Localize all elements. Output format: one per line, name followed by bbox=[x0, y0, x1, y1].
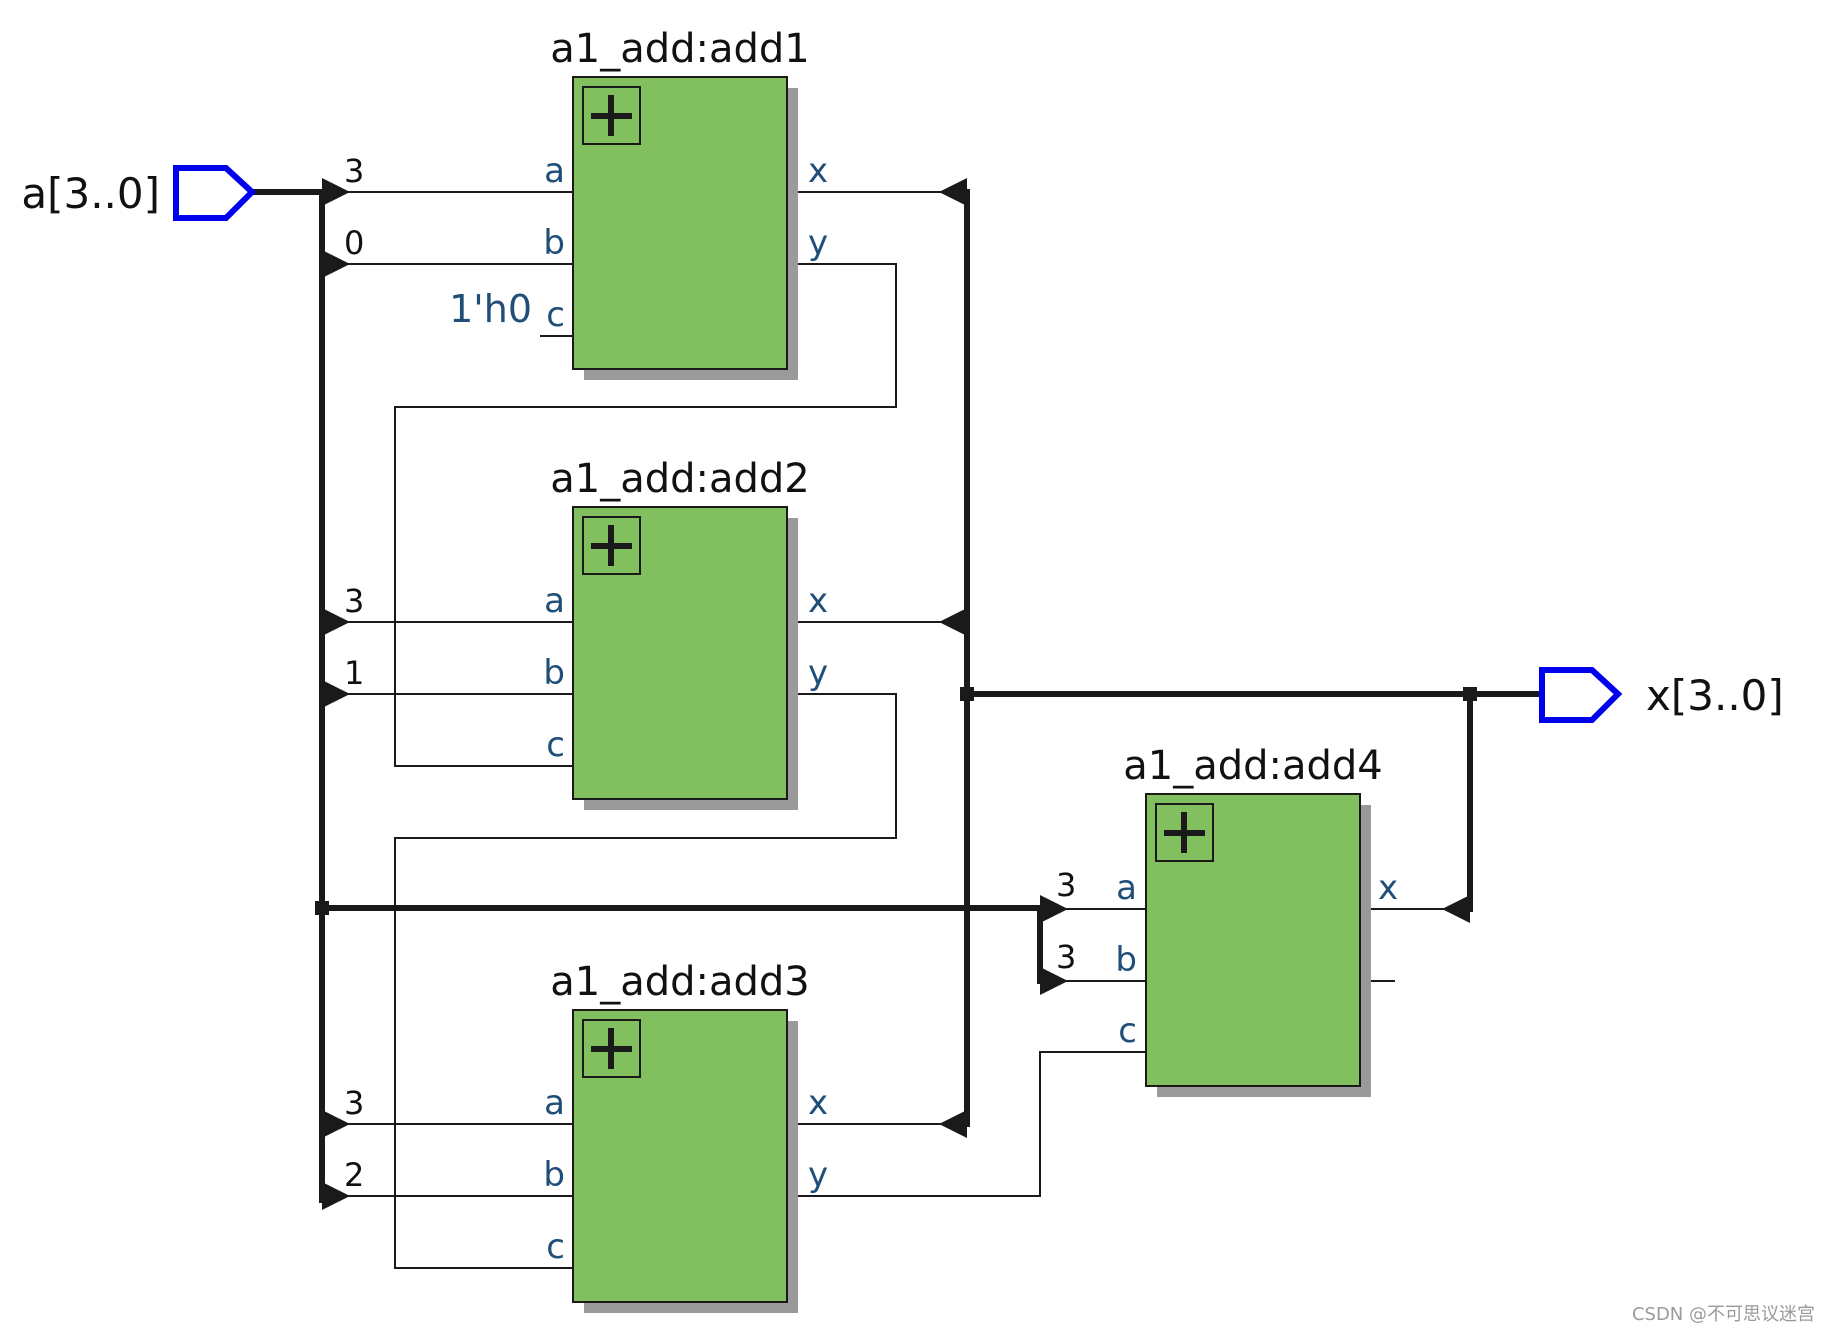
port-x-label: x bbox=[808, 151, 828, 191]
thin-nets bbox=[330, 191, 1455, 1269]
junction-dot bbox=[960, 687, 974, 701]
port-c-label: c bbox=[546, 295, 565, 335]
port-y-label: y bbox=[808, 653, 828, 693]
port-c-label: c bbox=[546, 1227, 565, 1267]
bus-tap-arrows-in bbox=[322, 178, 1068, 1210]
port-a-label: a bbox=[544, 581, 565, 621]
triangle-arrow-icon bbox=[322, 1110, 350, 1138]
block-body[interactable] bbox=[572, 506, 788, 800]
input-port[interactable]: a[3..0] bbox=[21, 165, 257, 221]
pentagon-port-icon[interactable] bbox=[173, 165, 257, 221]
port-a-label: a bbox=[544, 1083, 565, 1123]
port-y-label: y bbox=[808, 1155, 828, 1195]
bus-tap-arrows-out bbox=[939, 178, 1470, 1138]
block-title: a1_add:add1 bbox=[550, 26, 809, 72]
port-c-label: c bbox=[546, 725, 565, 765]
block-add1[interactable]: a1_add:add1 a b c 1'h0 x y 3 0 bbox=[344, 26, 828, 380]
bit-index-label: 1 bbox=[344, 654, 364, 692]
triangle-arrow-icon bbox=[939, 608, 967, 636]
bit-index-label: 0 bbox=[344, 224, 364, 262]
input-port-label: a[3..0] bbox=[21, 169, 160, 218]
triangle-arrow-icon bbox=[1442, 895, 1470, 923]
triangle-arrow-icon bbox=[322, 1182, 350, 1210]
net-add1-y-to-add2-c bbox=[394, 263, 897, 767]
output-port-label: x[3..0] bbox=[1646, 671, 1784, 720]
constant-label: 1'h0 bbox=[449, 287, 532, 331]
bit-index-label: 3 bbox=[344, 582, 364, 620]
port-x-label: x bbox=[808, 1083, 828, 1123]
plus-icon bbox=[1155, 803, 1214, 862]
triangle-arrow-icon bbox=[939, 178, 967, 206]
plus-icon bbox=[582, 516, 641, 575]
block-add2[interactable]: a1_add:add2 a b c x y 3 1 bbox=[344, 456, 828, 810]
port-b-label: b bbox=[543, 1155, 565, 1195]
bit-index-label: 3 bbox=[344, 152, 364, 190]
plus-icon bbox=[582, 86, 641, 145]
net-add2-y-to-add3-c bbox=[394, 693, 897, 1269]
block-title: a1_add:add3 bbox=[550, 959, 809, 1005]
bit-index-label: 3 bbox=[1056, 866, 1076, 904]
port-b-label: b bbox=[543, 653, 565, 693]
junction-dot bbox=[1463, 687, 1477, 701]
triangle-arrow-icon bbox=[322, 250, 350, 278]
bit-index-label: 2 bbox=[344, 1156, 364, 1194]
output-port[interactable]: x[3..0] bbox=[1539, 667, 1784, 723]
port-c-label: c bbox=[1118, 1011, 1137, 1051]
block-title: a1_add:add2 bbox=[550, 456, 809, 502]
port-x-label: x bbox=[808, 581, 828, 621]
block-body[interactable] bbox=[572, 76, 788, 370]
bus-junctions bbox=[315, 687, 1477, 915]
watermark: CSDN @不可思议迷宫 bbox=[1632, 1304, 1815, 1325]
bit-index-label: 3 bbox=[1056, 938, 1076, 976]
triangle-arrow-icon bbox=[939, 1110, 967, 1138]
port-b-label: b bbox=[1115, 940, 1137, 980]
triangle-arrow-icon bbox=[1040, 967, 1068, 995]
net-add3-y-to-add4-c bbox=[750, 1051, 1180, 1197]
block-add4[interactable]: a1_add:add4 a b c x 3 3 bbox=[1056, 743, 1398, 1097]
bus-nets bbox=[249, 189, 1543, 1203]
block-title: a1_add:add4 bbox=[1123, 743, 1382, 789]
triangle-arrow-icon bbox=[322, 178, 350, 206]
junction-dot bbox=[315, 901, 329, 915]
port-a-label: a bbox=[1116, 868, 1137, 908]
triangle-arrow-icon bbox=[1040, 895, 1068, 923]
block-add3[interactable]: a1_add:add3 a b c x y 3 2 bbox=[344, 959, 828, 1313]
plus-icon bbox=[582, 1019, 641, 1078]
triangle-arrow-icon bbox=[322, 680, 350, 708]
port-x-label: x bbox=[1378, 868, 1398, 908]
bit-index-label: 3 bbox=[344, 1084, 364, 1122]
port-b-label: b bbox=[543, 223, 565, 263]
block-body[interactable] bbox=[1145, 793, 1361, 1087]
port-a-label: a bbox=[544, 151, 565, 191]
port-y-label: y bbox=[808, 223, 828, 263]
triangle-arrow-icon bbox=[322, 608, 350, 636]
block-body[interactable] bbox=[572, 1009, 788, 1303]
pentagon-port-icon[interactable] bbox=[1539, 667, 1623, 723]
